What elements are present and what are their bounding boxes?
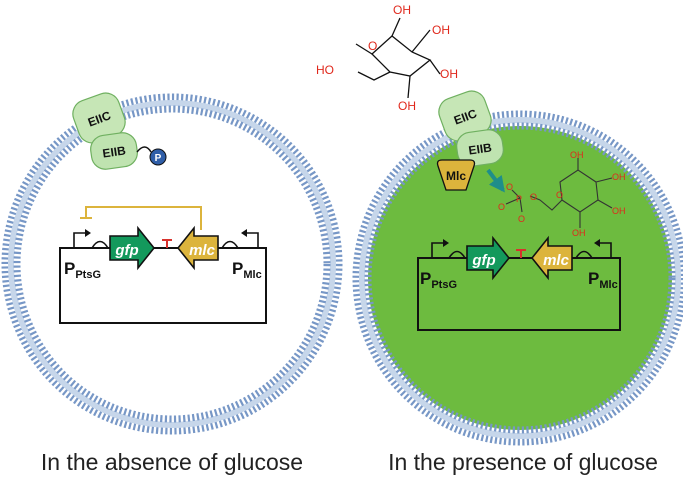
right-pmlc-subscript: Mlc bbox=[599, 279, 617, 291]
right-terminator-icon bbox=[516, 249, 526, 258]
left-pmlc-promoter-arrow bbox=[247, 232, 259, 248]
left-membrane-outer bbox=[1, 93, 343, 435]
g6p-ester-o: O bbox=[530, 192, 537, 202]
left-pmlc-promoter-label: PMlc bbox=[232, 259, 262, 281]
g6p-o-a: O bbox=[506, 182, 513, 192]
glucose-bonds bbox=[355, 17, 441, 99]
mlc-protein: Mlc bbox=[436, 159, 476, 191]
right-transport-arrow bbox=[486, 168, 505, 193]
right-pmlc-promoter-arrow bbox=[600, 242, 612, 258]
g6p-phosphate-bonds bbox=[505, 189, 523, 213]
glucose-oh-bottom: OH bbox=[398, 99, 416, 113]
g6p-o-b: O bbox=[498, 202, 505, 212]
right-eiib-label: EIIB bbox=[468, 140, 493, 157]
left-ptsg-promoter-arrow bbox=[73, 232, 85, 248]
left-eiib-box bbox=[90, 132, 138, 170]
glucose-ring-o: O bbox=[368, 39, 377, 53]
right-rbs-2 bbox=[575, 250, 593, 259]
left-mlc-label: mlc bbox=[189, 242, 216, 259]
glucose-oh-right-upper: OH bbox=[432, 23, 450, 37]
right-cell bbox=[352, 110, 683, 446]
g6p-phosphorus: P bbox=[516, 194, 522, 204]
right-eiib-box bbox=[456, 129, 504, 167]
left-gene-circuit: gfp mlc PPtsG PMlc bbox=[59, 206, 267, 324]
left-membrane-core bbox=[8, 100, 336, 428]
left-mlc-arrow bbox=[176, 225, 219, 271]
right-cytoplasm bbox=[364, 122, 676, 434]
left-repression-line bbox=[85, 206, 202, 230]
left-caption: In the absence of glucose bbox=[41, 449, 303, 475]
g6p-oh-4: OH bbox=[572, 228, 586, 238]
right-mlc-label: mlc bbox=[543, 252, 570, 269]
left-phospho-linker bbox=[136, 146, 152, 153]
left-eii-complex: EIIC EIIB P bbox=[72, 92, 167, 170]
right-gfp-arrow bbox=[466, 235, 511, 281]
left-plasmid-backbone bbox=[59, 247, 267, 324]
right-eii-complex: EIIC EIIB bbox=[438, 90, 505, 193]
right-ptsg-arrowhead bbox=[443, 239, 449, 247]
left-pmlc-arrowhead bbox=[241, 229, 247, 237]
g6p-molecule bbox=[505, 158, 613, 228]
right-mlc-arrow bbox=[530, 235, 573, 281]
glucose-ho-left: HO bbox=[316, 63, 334, 77]
right-caption: In the presence of glucose bbox=[388, 449, 658, 475]
g6p-bonds bbox=[529, 158, 613, 228]
left-rbs-1 bbox=[91, 240, 109, 249]
g6p-oh-3: OH bbox=[612, 206, 626, 216]
left-pmlc-subscript: Mlc bbox=[243, 269, 261, 281]
left-ptsg-arrowhead bbox=[85, 229, 91, 237]
right-membrane-core bbox=[359, 117, 681, 439]
glucose-ring bbox=[371, 35, 432, 77]
right-rbs-1 bbox=[448, 250, 466, 259]
right-ptsg-promoter-arrow bbox=[431, 242, 443, 258]
glucose-oh-right-lower: OH bbox=[440, 67, 458, 81]
left-phosphate-label: P bbox=[155, 153, 162, 164]
left-ptsg-promoter-label: PPtsG bbox=[64, 259, 101, 281]
left-gfp-arrow bbox=[109, 225, 156, 271]
right-plasmid-backbone bbox=[417, 257, 621, 331]
left-terminator-icon bbox=[162, 239, 172, 248]
g6p-o-c: O bbox=[518, 214, 525, 224]
right-pmlc-promoter-label: PMlc bbox=[588, 269, 618, 291]
left-rbs-2 bbox=[221, 240, 239, 249]
g6p-ring-o: O bbox=[556, 190, 563, 200]
left-membrane-inner bbox=[13, 105, 331, 423]
left-cell bbox=[1, 93, 343, 435]
g6p-oh-2: OH bbox=[612, 172, 626, 182]
left-phosphate-circle bbox=[149, 148, 167, 166]
right-gene-circuit: gfp mlc PPtsG PMlc bbox=[417, 235, 621, 331]
glucose-oh-top: OH bbox=[393, 3, 411, 17]
mlc-protein-label: Mlc bbox=[446, 169, 466, 183]
mlc-protein-shape bbox=[436, 159, 476, 191]
right-gfp-label: gfp bbox=[471, 252, 495, 269]
right-ptsg-subscript: PtsG bbox=[431, 279, 457, 291]
glucose-molecule bbox=[355, 17, 441, 99]
right-ptsg-promoter-label: PPtsG bbox=[420, 269, 457, 291]
left-ptsg-subscript: PtsG bbox=[75, 269, 101, 281]
left-eiib-label: EIIB bbox=[102, 143, 127, 160]
left-gfp-label: gfp bbox=[114, 242, 138, 259]
g6p-oh-1: OH bbox=[570, 150, 584, 160]
right-pmlc-arrowhead bbox=[594, 239, 600, 247]
